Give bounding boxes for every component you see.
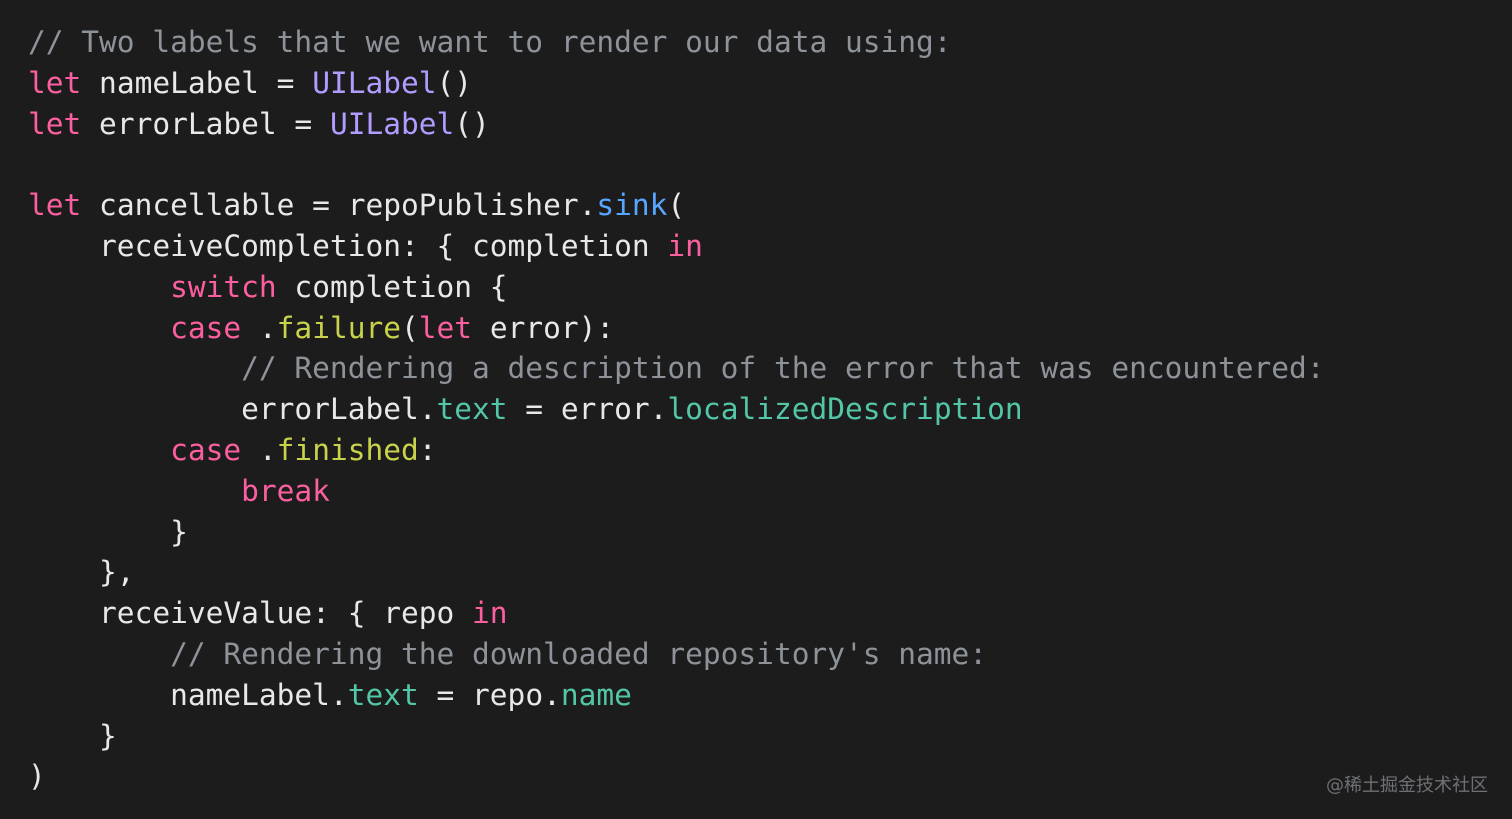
code-text: } bbox=[28, 514, 188, 549]
code-line: let nameLabel = UILabel() bbox=[28, 63, 1325, 104]
code-method: sink bbox=[596, 188, 668, 223]
code-comment: // Two labels that we want to render our… bbox=[28, 25, 952, 59]
code-enum-case: finished bbox=[276, 432, 419, 467]
code-line: receiveCompletion: { completion in bbox=[28, 226, 1325, 267]
code-line: // Rendering a description of the error … bbox=[28, 348, 1325, 389]
code-text: . bbox=[241, 432, 277, 467]
code-property: name bbox=[560, 677, 632, 712]
code-text: ( bbox=[401, 310, 419, 345]
code-text: nameLabel. bbox=[28, 677, 348, 712]
code-text: () bbox=[436, 65, 473, 100]
code-line: switch completion { bbox=[28, 267, 1325, 308]
code-text: receiveCompletion: { completion bbox=[28, 228, 668, 263]
code-property: text bbox=[436, 392, 508, 427]
code-line: break bbox=[28, 471, 1325, 512]
code-property: localizedDescription bbox=[667, 392, 1023, 427]
code-enum-case: failure bbox=[276, 310, 401, 345]
code-line: ) bbox=[28, 756, 1325, 797]
code-text: = error. bbox=[507, 392, 668, 427]
code-keyword: case bbox=[170, 432, 242, 467]
code-text bbox=[28, 433, 170, 467]
code-keyword: in bbox=[667, 228, 703, 263]
code-keyword: let bbox=[418, 310, 473, 345]
code-line: // Rendering the downloaded repository's… bbox=[28, 634, 1325, 675]
code-text: errorLabel. bbox=[28, 392, 437, 427]
code-line: let errorLabel = UILabel() bbox=[28, 104, 1325, 145]
code-text: } bbox=[28, 718, 117, 753]
code-keyword: let bbox=[28, 188, 82, 223]
code-text: : bbox=[418, 432, 437, 467]
watermark: @稀土掘金技术社区 bbox=[1326, 775, 1488, 796]
code-keyword: break bbox=[241, 473, 330, 508]
code-comment: // Rendering a description of the error … bbox=[28, 351, 1325, 386]
code-text: receiveValue: { repo bbox=[28, 596, 473, 631]
code-text: }, bbox=[28, 555, 135, 590]
code-keyword: in bbox=[472, 596, 508, 631]
code-text: cancellable = repoPublisher. bbox=[81, 188, 597, 223]
code-line bbox=[28, 144, 1325, 185]
code-line: errorLabel.text = error.localizedDescrip… bbox=[28, 389, 1325, 430]
code-line: let cancellable = repoPublisher.sink( bbox=[28, 185, 1325, 226]
code-line: case .finished: bbox=[28, 430, 1325, 471]
code-property: text bbox=[347, 677, 419, 712]
code-text: error): bbox=[472, 310, 615, 345]
code-text: . bbox=[241, 310, 277, 345]
code-text: completion { bbox=[276, 269, 508, 304]
code-text bbox=[28, 270, 170, 304]
code-text bbox=[28, 474, 241, 508]
code-type: UILabel bbox=[329, 106, 455, 141]
code-line: }, bbox=[28, 552, 1325, 593]
code-type: UILabel bbox=[312, 65, 437, 100]
code-block: // Two labels that we want to render our… bbox=[28, 22, 1325, 797]
code-text: nameLabel = bbox=[81, 65, 313, 100]
code-line: } bbox=[28, 716, 1325, 757]
code-text: () bbox=[454, 106, 490, 141]
code-text bbox=[28, 311, 170, 345]
code-line: case .failure(let error): bbox=[28, 308, 1325, 349]
code-text: ) bbox=[28, 759, 46, 794]
code-keyword: let bbox=[28, 65, 82, 100]
code-text: ( bbox=[667, 188, 686, 223]
code-text: errorLabel = bbox=[81, 106, 330, 141]
code-keyword: switch bbox=[170, 269, 277, 304]
code-line: } bbox=[28, 512, 1325, 553]
code-keyword: let bbox=[28, 106, 82, 141]
code-line: nameLabel.text = repo.name bbox=[28, 675, 1325, 716]
code-comment: // Rendering the downloaded repository's… bbox=[28, 636, 988, 671]
code-line: // Two labels that we want to render our… bbox=[28, 22, 1325, 63]
code-line: receiveValue: { repo in bbox=[28, 593, 1325, 634]
code-keyword: case bbox=[170, 310, 242, 345]
code-text: = repo. bbox=[418, 677, 561, 712]
